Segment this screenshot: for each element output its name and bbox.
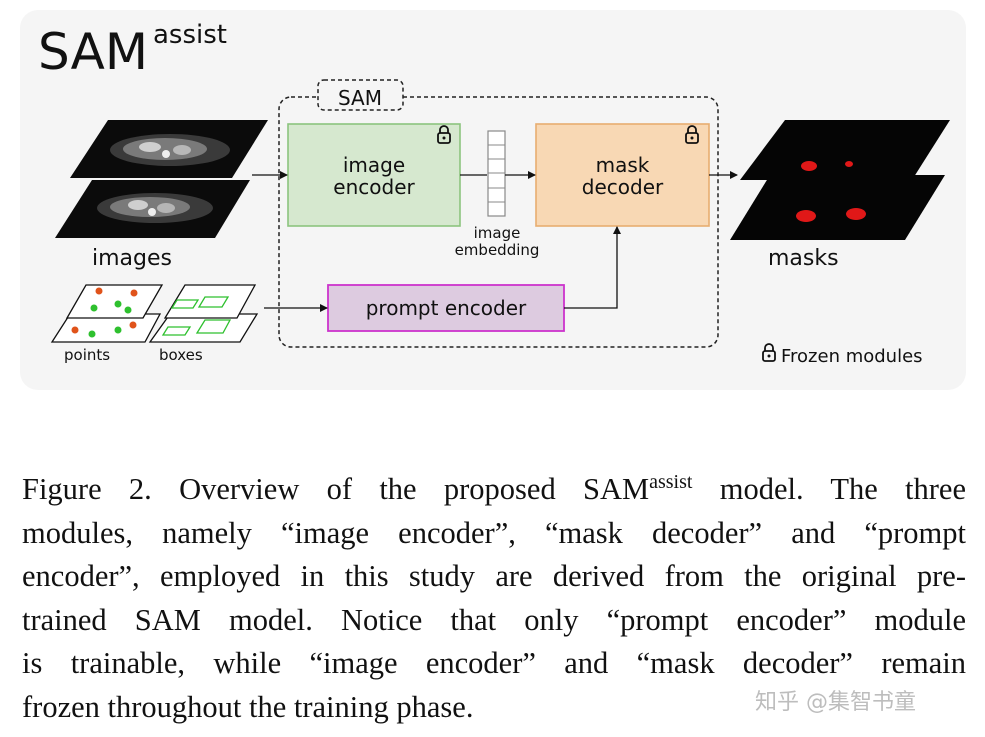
lock-icon — [685, 125, 699, 144]
caption-line: encoder”, employed in this study are der… — [22, 559, 966, 593]
frozen-modules-legend: Frozen modules — [781, 346, 923, 367]
figure-title-superscript: assist — [153, 20, 227, 50]
caption-line: frozen throughout the training phase. — [22, 689, 474, 724]
figure-title: SAM — [38, 23, 149, 81]
mask-decoder-label: mask decoder — [581, 153, 664, 199]
figure-caption: Figure 2. Overview of the proposed SAMas… — [22, 468, 966, 729]
image-embedding-icon — [487, 130, 506, 217]
image-encoder-box — [287, 123, 461, 227]
boxes-label: boxes — [159, 346, 203, 364]
points-label: points — [64, 346, 111, 364]
lock-icon — [437, 125, 451, 144]
caption-line: Figure 2. Overview of the proposed SAMas… — [22, 471, 966, 506]
prompt-encoder-label: prompt encoder — [365, 296, 527, 320]
arrow-prompt-encoder-to-decoder — [564, 226, 621, 309]
images-label: images — [92, 246, 172, 271]
sam-group-border — [278, 96, 719, 348]
points-prompt-stack — [50, 284, 164, 343]
prompt-encoder-box — [327, 284, 565, 332]
masks-label: masks — [768, 246, 839, 271]
architecture-diagram — [50, 79, 950, 362]
caption-line: trained SAM model. Notice that only “pro… — [22, 602, 966, 637]
caption-line: modules, namely “image encoder”, “mask d… — [22, 515, 966, 550]
ct-image-stack — [55, 120, 268, 238]
lock-icon — [762, 343, 776, 362]
mask-output-stack — [730, 120, 950, 240]
mask-decoder-box — [535, 123, 710, 227]
boxes-prompt-stack — [148, 284, 259, 343]
watermark: 知乎 @集智书童 — [755, 690, 916, 715]
caption-line: is trainable, while “image encoder” and … — [22, 646, 966, 680]
sam-label-box — [317, 79, 404, 111]
image-embedding-label: image embedding — [454, 224, 540, 259]
image-encoder-label: image encoder — [333, 153, 415, 199]
sam-group-label: SAM — [337, 86, 382, 110]
